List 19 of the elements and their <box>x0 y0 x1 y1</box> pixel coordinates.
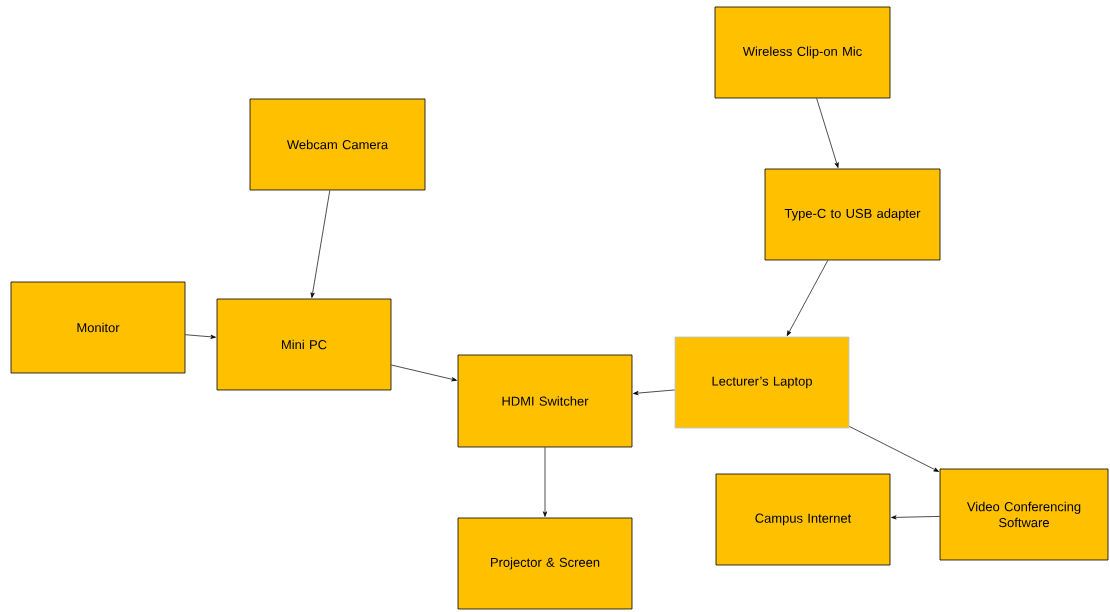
device-box: Video Conferencing Software <box>939 468 1109 561</box>
arrow <box>786 260 829 337</box>
device-box: HDMI Switcher <box>457 354 633 448</box>
device-box: Monitor <box>10 281 186 374</box>
arrow <box>849 426 940 472</box>
arrow <box>816 98 839 168</box>
device-box: Webcam Camera <box>249 98 426 191</box>
device-box: Campus Internet <box>715 473 891 566</box>
arrow <box>633 389 675 396</box>
device-box: Mini PC <box>216 298 392 391</box>
device-box: Wireless Clip-on Mic <box>714 6 891 99</box>
arrow <box>542 447 548 517</box>
device-box: Type-C to USB adapter <box>764 168 941 261</box>
device-box: Projector & Screen <box>457 517 633 610</box>
arrow <box>391 364 457 382</box>
device-box: Lecturer’s Laptop <box>674 336 850 429</box>
arrow <box>185 334 216 339</box>
arrow <box>891 515 940 520</box>
arrow <box>310 190 331 298</box>
